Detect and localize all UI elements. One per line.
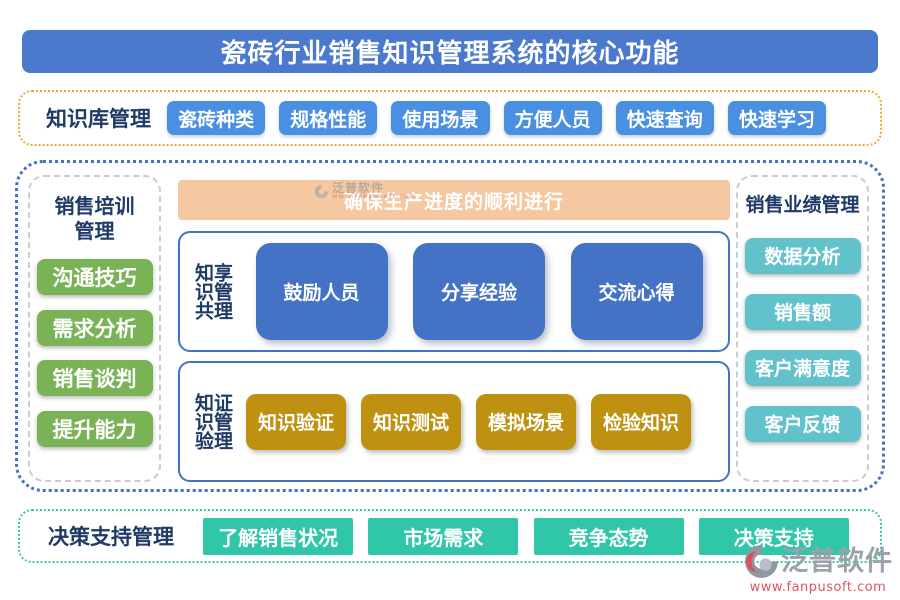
share-tile[interactable]: 鼓励人员	[255, 243, 388, 340]
decision-buttons: 了解销售状况 市场需求 竞争态势 决策支持	[188, 517, 864, 555]
kb-section: 知识库管理 瓷砖种类 规格性能 使用场景 方便人员 快速查询 快速学习	[18, 90, 882, 146]
page-title: 瓷砖行业销售知识管理系统的核心功能	[22, 30, 878, 73]
kb-button[interactable]: 瓷砖种类	[167, 101, 266, 135]
decision-button[interactable]: 决策支持	[698, 517, 849, 555]
brand-watermark: 泛普软件 www.fanpusoft.com	[742, 543, 894, 594]
training-buttons: 沟通技巧 需求分析 销售谈判 提升能力	[30, 244, 159, 462]
share-panel: 知识共享管理 鼓励人员 分享经验 交流心得	[178, 231, 730, 352]
banner-watermark-brand: 泛普软件	[332, 181, 385, 195]
performance-section-label: 销售业绩管理	[745, 194, 860, 216]
training-button[interactable]: 销售谈判	[36, 360, 153, 397]
decision-button[interactable]: 市场需求	[368, 517, 519, 555]
kb-section-label: 知识库管理	[46, 107, 151, 131]
performance-button[interactable]: 客户反馈	[744, 405, 861, 442]
kb-button[interactable]: 方便人员	[503, 101, 602, 135]
center-column: 泛普软件 www.fanpusoft.com 确保生产进度的顺利进行 知识共享管…	[178, 180, 730, 482]
banner-watermark: 泛普软件 www.fanpusoft.com	[314, 182, 416, 200]
decision-button[interactable]: 竞争态势	[533, 517, 684, 555]
share-tile[interactable]: 交流心得	[570, 243, 703, 340]
performance-section: 销售业绩管理 数据分析 销售额 客户满意度 客户反馈	[736, 175, 869, 482]
decision-section: 决策支持管理 了解销售状况 市场需求 竞争态势 决策支持	[18, 509, 882, 563]
performance-buttons: 数据分析 销售额 客户满意度 客户反馈	[738, 218, 867, 462]
training-button[interactable]: 沟通技巧	[36, 258, 153, 295]
kb-button[interactable]: 快速学习	[727, 101, 827, 135]
training-button[interactable]: 需求分析	[36, 309, 153, 346]
performance-button[interactable]: 数据分析	[744, 237, 861, 274]
training-button[interactable]: 提升能力	[36, 411, 153, 448]
verify-buttons: 知识验证 知识测试 模拟场景 检验知识	[230, 393, 728, 450]
banner-watermark-url: www.fanpusoft.com	[332, 193, 417, 200]
verify-panel: 知识验证管理 知识验证 知识测试 模拟场景 检验知识	[178, 361, 730, 482]
middle-section: 销售培训管理 沟通技巧 需求分析 销售谈判 提升能力 泛普软件 www.fanp…	[15, 160, 885, 492]
banner: 泛普软件 www.fanpusoft.com 确保生产进度的顺利进行	[178, 180, 730, 220]
verify-panel-label: 知识验证管理	[192, 392, 233, 450]
verify-button[interactable]: 模拟场景	[476, 393, 576, 450]
performance-button[interactable]: 客户满意度	[744, 349, 861, 386]
decision-button[interactable]: 了解销售状况	[203, 517, 354, 555]
banner-text: 确保生产进度的顺利进行	[343, 190, 564, 213]
decision-section-label: 决策支持管理	[48, 525, 174, 549]
brand-logo-icon	[745, 545, 778, 578]
share-panel-label: 知识共享管理	[192, 262, 233, 320]
brand-name: 泛普软件	[781, 546, 893, 577]
share-tiles: 鼓励人员 分享经验 交流心得	[230, 243, 728, 340]
verify-button[interactable]: 知识验证	[246, 393, 346, 450]
training-section-label: 销售培训管理	[54, 194, 135, 243]
kb-buttons: 瓷砖种类 规格性能 使用场景 方便人员 快速查询 快速学习	[167, 101, 866, 135]
kb-button[interactable]: 快速查询	[615, 101, 714, 135]
share-tile[interactable]: 分享经验	[413, 243, 545, 340]
performance-button[interactable]: 销售额	[744, 293, 861, 330]
kb-button[interactable]: 规格性能	[279, 101, 378, 135]
verify-button[interactable]: 检验知识	[591, 393, 691, 450]
brand-url: www.fanpusoft.com	[749, 580, 887, 595]
watermark-logo-icon	[314, 184, 329, 198]
training-section: 销售培训管理 沟通技巧 需求分析 销售谈判 提升能力	[28, 175, 161, 482]
verify-button[interactable]: 知识测试	[361, 393, 461, 450]
kb-button[interactable]: 使用场景	[391, 101, 490, 135]
